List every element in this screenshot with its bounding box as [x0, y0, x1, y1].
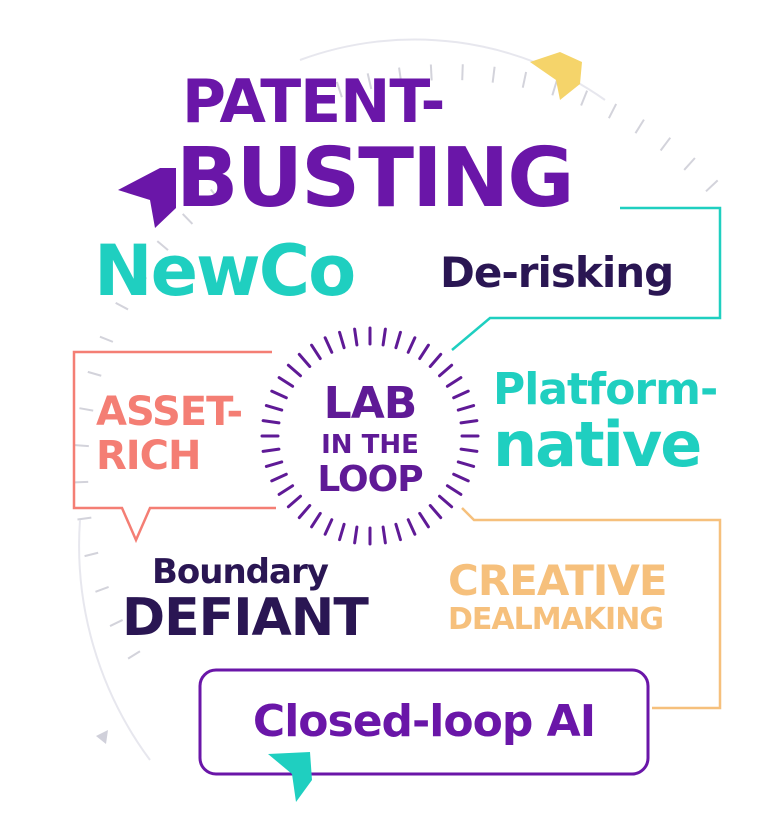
phrase-loop: LOOP [317, 459, 423, 500]
ring-tick [428, 352, 443, 368]
ring-tick [297, 504, 312, 520]
outer-tick [429, 64, 433, 81]
phrase-creative: CREATIVE [448, 556, 668, 605]
ring-tick [456, 404, 476, 412]
phrase-defiant: DEFIANT [122, 588, 369, 648]
outer-tick [335, 81, 343, 98]
ring-tick [428, 504, 443, 520]
ring-tick [406, 518, 417, 536]
yellow-arrow-icon [530, 52, 582, 100]
ring-tick [406, 336, 417, 354]
center-ring-ticks [260, 326, 480, 546]
ring-tick [452, 389, 470, 400]
outer-tick [634, 119, 645, 134]
phrase-asset: ASSET- [96, 389, 243, 435]
ring-tick [264, 404, 284, 412]
ring-tick [264, 460, 284, 468]
phrase-closed-loop-ai: Closed-loop AI [252, 696, 596, 747]
ring-tick [353, 327, 359, 347]
ring-tick [353, 525, 359, 545]
outer-tick [683, 157, 696, 171]
purple-arrow-icon [118, 168, 176, 228]
ring-tick [381, 525, 387, 545]
phrase-newco: NewCo [94, 230, 356, 312]
creative-connector [461, 507, 722, 710]
phrase-patent: PATENT- [182, 67, 445, 137]
outer-tick [580, 90, 589, 106]
phrase-lab: LAB [323, 378, 418, 429]
teal-arrow-icon [268, 752, 312, 802]
outer-tick [156, 240, 169, 251]
phrase-native: native [493, 408, 702, 481]
ring-tick [438, 494, 454, 509]
ring-tick [445, 376, 463, 388]
ring-tick [418, 343, 430, 361]
ring-tick [381, 327, 387, 347]
ring-tick [338, 330, 346, 350]
outer-tick [551, 79, 558, 96]
ring-tick [394, 522, 402, 542]
ring-tick [297, 352, 312, 368]
ring-tick [261, 419, 281, 425]
ring-tick [277, 484, 295, 496]
outer-tick [109, 619, 124, 627]
outer-tick [608, 103, 618, 119]
outer-tick [398, 67, 403, 84]
outer-tick [461, 64, 464, 81]
phrase-busting: BUSTING [176, 131, 575, 226]
outer-tick [366, 73, 373, 90]
outer-tick [77, 516, 92, 521]
outer-tick [181, 213, 194, 225]
outer-tick [277, 106, 287, 122]
outer-tick [659, 137, 672, 152]
outer-tick [127, 650, 141, 660]
ring-tick [445, 484, 463, 496]
ring-tick [459, 447, 479, 453]
ring-tick [277, 376, 295, 388]
ring-tick [261, 447, 281, 453]
outer-tick [134, 270, 148, 280]
ring-tick [270, 389, 288, 400]
phrase-dealmaking: DEALMAKING [448, 602, 664, 637]
outer-tick [95, 586, 109, 593]
phrase-derisking: De-risking [440, 248, 674, 297]
derisking-connector [451, 206, 722, 351]
ring-tick [323, 336, 334, 354]
outer-dial-ticks [74, 64, 719, 660]
ring-tick [323, 518, 334, 536]
phrase-platform: Platform- [493, 364, 718, 415]
asset-rich-bubble [72, 350, 276, 544]
ring-tick [459, 419, 479, 425]
closed-loop-box [198, 668, 650, 776]
phrase-in-the: IN THE [321, 430, 419, 460]
ring-tick [438, 363, 454, 378]
phrase-boundary: Boundary [152, 552, 329, 592]
outer-tick [115, 301, 129, 311]
gray-triangle-icon [96, 730, 108, 744]
outer-tick [84, 551, 99, 558]
outer-tick [74, 444, 89, 448]
ring-tick [394, 330, 402, 350]
ring-tick [418, 511, 430, 529]
ring-tick [310, 343, 322, 361]
outer-tick [491, 66, 496, 83]
outer-tick [99, 335, 114, 343]
outer-dial-arc-left [78, 519, 151, 761]
outer-tick [79, 407, 94, 412]
ring-tick [456, 460, 476, 468]
ring-tick [270, 472, 288, 483]
ring-tick [286, 494, 302, 509]
outer-tick [306, 92, 315, 109]
ring-tick [452, 472, 470, 483]
ring-tick [310, 511, 322, 529]
outer-tick [87, 370, 102, 377]
ring-tick [338, 522, 346, 542]
outer-tick [521, 71, 528, 88]
phrase-rich: RICH [96, 433, 202, 479]
ring-tick [286, 363, 302, 378]
outer-tick [705, 179, 719, 193]
outer-tick [210, 188, 221, 202]
